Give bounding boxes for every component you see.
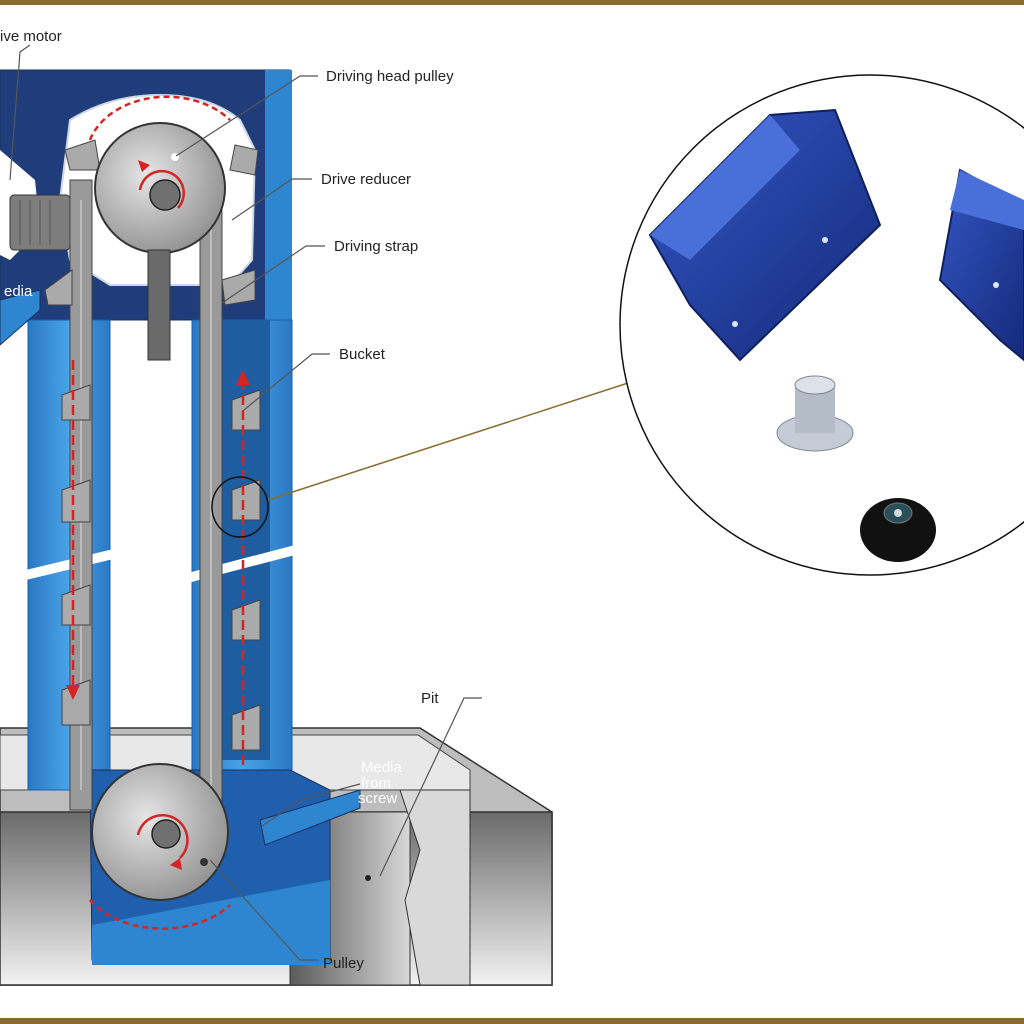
drive-motor	[9, 194, 71, 251]
pulley-rotation-arrow	[136, 813, 189, 859]
labels: ive motor Driving head pulley Drive redu…	[0, 28, 454, 972]
zoomed-rubber-grommet	[776, 375, 854, 452]
downward-flow-arrow	[66, 685, 80, 700]
zoomed-black-fastener	[860, 498, 936, 562]
label-driving-head-pulley: Driving head pulley	[326, 68, 454, 85]
driving-head-pulley	[94, 122, 226, 361]
label-drive-motor: ive motor	[0, 28, 62, 45]
label-media-discharge: edia	[4, 283, 33, 300]
label-media-from-screw-line3: screw	[358, 790, 397, 807]
media-feed-chute	[0, 289, 361, 846]
label-drive-reducer: Drive reducer	[321, 171, 411, 188]
label-driving-strap: Driving strap	[334, 238, 418, 255]
bucket-elevator-diagram: ive motor Driving head pulley Drive redu…	[0, 28, 1024, 986]
upward-flow-arrow	[236, 370, 250, 385]
pulley-rotation-arrow	[138, 169, 185, 209]
leader-lines	[9, 44, 482, 961]
flow-arrows	[71, 95, 245, 930]
driving-strap	[69, 179, 223, 811]
label-bucket: Bucket	[339, 346, 386, 363]
label-pit: Pit	[421, 690, 439, 707]
label-media-from-screw-line1: Media	[361, 759, 403, 776]
flow-arrowheads	[66, 160, 250, 870]
zoomed-bucket-left	[648, 108, 882, 362]
label-pulley: Pulley	[323, 955, 364, 972]
boot-pulley	[91, 763, 229, 901]
label-media-from-screw-line2: from	[361, 775, 391, 792]
zoomed-bucket-right	[938, 168, 1024, 362]
